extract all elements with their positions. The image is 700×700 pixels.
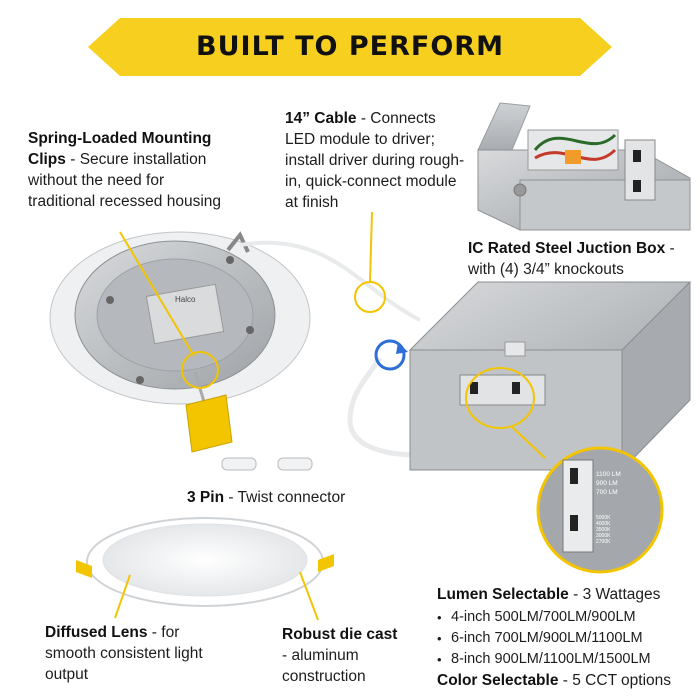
callout-lumen-selectable: Lumen Selectable - 3 Wattages 4-inch 500…: [437, 584, 697, 691]
color-selectable: Color Selectable - 5 CCT options: [437, 672, 672, 689]
twist-connector: [221, 339, 421, 471]
cct-label-0: 5000K: [596, 515, 611, 521]
driver-box-top: [477, 102, 691, 231]
leader-cable: [369, 211, 373, 283]
lens-title: Diffused Lens: [45, 624, 148, 641]
banner-shape: [88, 18, 612, 76]
led-module: Halco: [49, 231, 421, 453]
callout-diffused-lens: Diffused Lens - for smooth consistent li…: [45, 624, 203, 683]
cct-label-3: 3000K: [596, 533, 611, 539]
color-text: 5 CCT options: [572, 672, 672, 689]
lens-text: for smooth consistent light output: [45, 624, 203, 683]
callout-mounting-clips: Spring-Loaded Mounting Clips - Secure in…: [28, 130, 222, 210]
lumen-title: Lumen Selectable: [437, 586, 569, 603]
switch-labels: 1100 LM 900 LM 700 LM 5000K 4000K 3500K …: [596, 471, 621, 545]
cable-title: 14” Cable: [285, 110, 357, 127]
callout-die-cast: Robust die cast - aluminum construction: [282, 626, 398, 685]
color-title: Color Selectable: [437, 672, 559, 689]
lumen-item: 8-inch 900LM/1100LM/1500LM: [437, 649, 697, 670]
die-title: Robust die cast: [282, 626, 398, 643]
pin-title: 3 Pin: [187, 489, 225, 506]
callout-cable: 14” Cable - Connects LED module to drive…: [285, 110, 465, 211]
cable-text: Connects LED module to driver; install d…: [285, 110, 465, 211]
callout-junction-box: IC Rated Steel Juction Box - with (4) 3/…: [468, 240, 675, 278]
lumen-text: 3 Wattages: [582, 586, 661, 603]
banner: BUILT TO PERFORM: [88, 18, 612, 76]
cct-label-2: 3500K: [596, 527, 611, 533]
leader-clips: [119, 231, 195, 357]
jbox-title: IC Rated Steel Juction Box: [468, 240, 666, 257]
die-text: aluminum construction: [282, 647, 366, 685]
lumen-label-2: 700 LM: [596, 489, 618, 496]
lumen-list: 4-inch 500LM/700LM/900LM 6-inch 700LM/90…: [437, 607, 697, 670]
callout-3pin: 3 Pin - Twist connector: [187, 489, 346, 506]
banner-title: BUILT TO PERFORM: [196, 31, 504, 62]
cct-label-4: 2700K: [596, 539, 611, 545]
clips-title: Spring-Loaded Mounting Clips: [28, 130, 212, 168]
lumen-label-1: 900 LM: [596, 480, 618, 487]
pin-text: Twist connector: [237, 489, 346, 506]
clips-text: Secure installation without the need for…: [28, 151, 222, 210]
brand-label: Halco: [175, 295, 196, 304]
lumen-item: 6-inch 700LM/900LM/1100LM: [437, 628, 697, 649]
junction-box: [409, 280, 691, 574]
diffused-lens: [76, 517, 334, 621]
jbox-text: with (4) 3/4” knockouts: [468, 261, 624, 278]
cct-label-1: 4000K: [596, 521, 611, 527]
lumen-label-0: 1100 LM: [596, 471, 621, 478]
lumen-item: 4-inch 500LM/700LM/900LM: [437, 607, 697, 628]
